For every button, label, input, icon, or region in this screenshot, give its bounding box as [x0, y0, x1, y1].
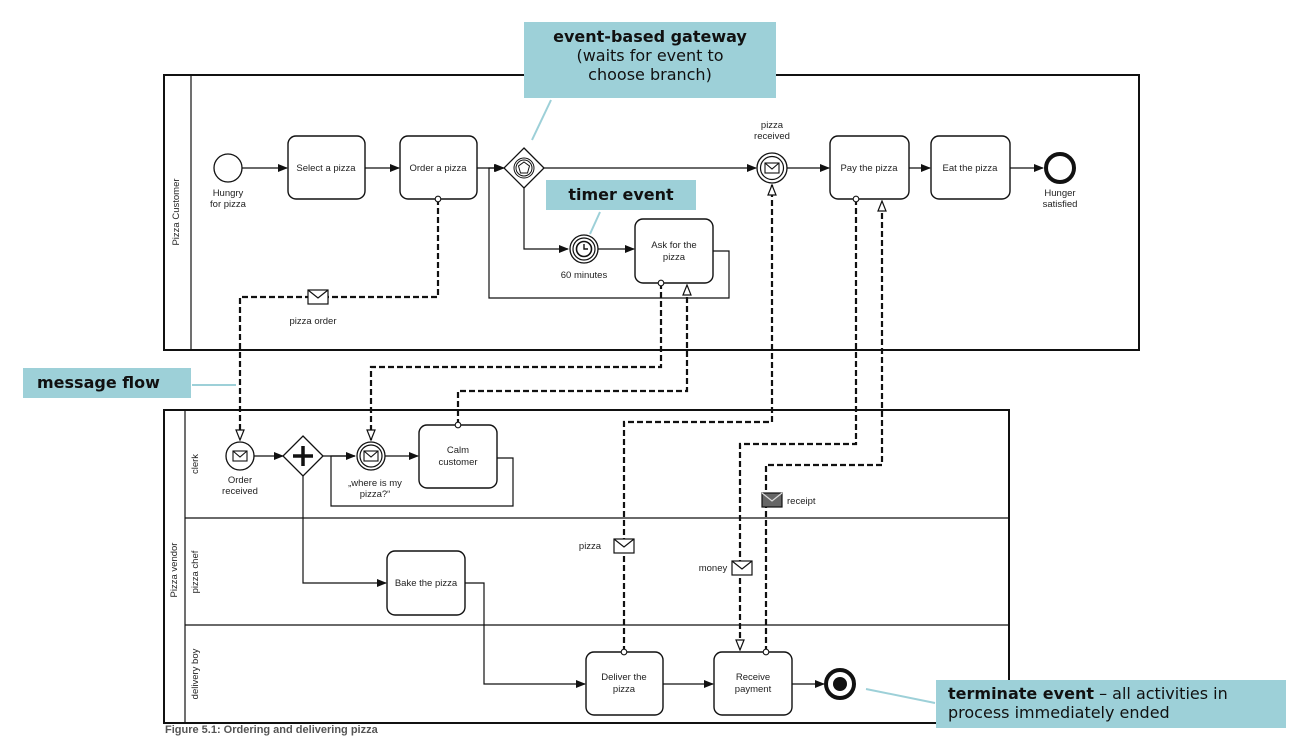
- task-receive-label: payment: [735, 684, 772, 695]
- terminate-event-callout-desc: process immediately ended: [948, 703, 1170, 722]
- where-is-my-pizza-label: pizza?“: [360, 489, 391, 500]
- lane-label-delivery-boy: delivery boy: [190, 648, 201, 699]
- message-flow-callout-text: message flow: [37, 373, 160, 392]
- event-based-gateway-callout-title: event-based gateway: [553, 27, 747, 46]
- task-ask-for-pizza: [634, 218, 714, 284]
- event-based-gateway-callout: event-based gateway (waits for event to …: [524, 22, 776, 98]
- pizza-message-icon: [613, 538, 635, 554]
- order-received-label: Order: [228, 475, 252, 486]
- end-event-label: Hunger: [1044, 188, 1075, 199]
- customer-pool: [163, 74, 1140, 351]
- event-based-gateway: [503, 147, 545, 189]
- task-eat-pizza-label: Eat the pizza: [943, 163, 999, 174]
- terminate-event-callout: terminate event – all activities in proc…: [936, 680, 1286, 728]
- task-ask-label: Ask for the: [651, 240, 696, 251]
- terminate-event-callout-title: terminate event: [948, 684, 1094, 703]
- terminate-event-callout-desc: – all activities in: [1093, 684, 1228, 703]
- figure-caption: Figure 5.1: Ordering and delivering pizz…: [165, 724, 378, 736]
- order-received-event: [225, 441, 255, 471]
- pizza-message-label: pizza: [579, 541, 602, 552]
- money-message-label: money: [699, 563, 728, 574]
- end-event-hunger-satisfied: [1044, 152, 1076, 184]
- start-event-label: for pizza: [210, 199, 247, 210]
- start-event-hungry: [213, 153, 243, 183]
- task-calm-label: customer: [438, 457, 477, 468]
- pizza-order-message-icon: [307, 289, 329, 305]
- end-event-label: satisfied: [1043, 199, 1078, 210]
- order-received-label: received: [222, 486, 258, 497]
- customer-pool-label: Pizza Customer: [171, 178, 182, 245]
- start-event-label: Hungry: [213, 188, 244, 199]
- pizza-received-label: pizza: [761, 120, 784, 131]
- lane-label-pizza-chef: pizza chef: [190, 550, 201, 593]
- lane-label-clerk: clerk: [190, 454, 201, 474]
- timer-event-callout-text: timer event: [568, 185, 674, 204]
- task-deliver-label: pizza: [613, 684, 636, 695]
- task-deliver-label: Deliver the: [601, 672, 646, 683]
- receipt-message-label: receipt: [787, 496, 816, 507]
- pizza-received-event: [756, 152, 788, 184]
- event-based-gateway-callout-desc: choose branch): [588, 65, 712, 84]
- where-is-my-pizza-event: [356, 441, 386, 471]
- task-ask-label: pizza: [663, 252, 686, 263]
- task-bake-label: Bake the pizza: [395, 578, 458, 589]
- money-message-icon: [731, 560, 753, 576]
- task-receive-label: Receive: [736, 672, 770, 683]
- task-order-pizza-label: Order a pizza: [409, 163, 467, 174]
- task-calm-label: Calm: [447, 445, 469, 456]
- vendor-pool-label: Pizza vendor: [169, 543, 180, 598]
- event-based-gateway-callout-desc: (waits for event to: [576, 46, 724, 65]
- pizza-order-label: pizza order: [290, 316, 337, 327]
- terminate-end-event: [824, 668, 856, 700]
- where-is-my-pizza-label: „where is my: [348, 478, 402, 489]
- pizza-received-label: received: [754, 131, 790, 142]
- timer-event: [569, 234, 599, 264]
- timer-label: 60 minutes: [561, 270, 608, 281]
- task-pay-pizza-label: Pay the pizza: [840, 163, 898, 174]
- timer-event-callout: timer event: [546, 180, 696, 210]
- receipt-message-icon: [761, 492, 783, 508]
- parallel-gateway: [282, 435, 324, 477]
- task-select-pizza-label: Select a pizza: [296, 163, 356, 174]
- message-flow-callout: message flow: [23, 368, 191, 398]
